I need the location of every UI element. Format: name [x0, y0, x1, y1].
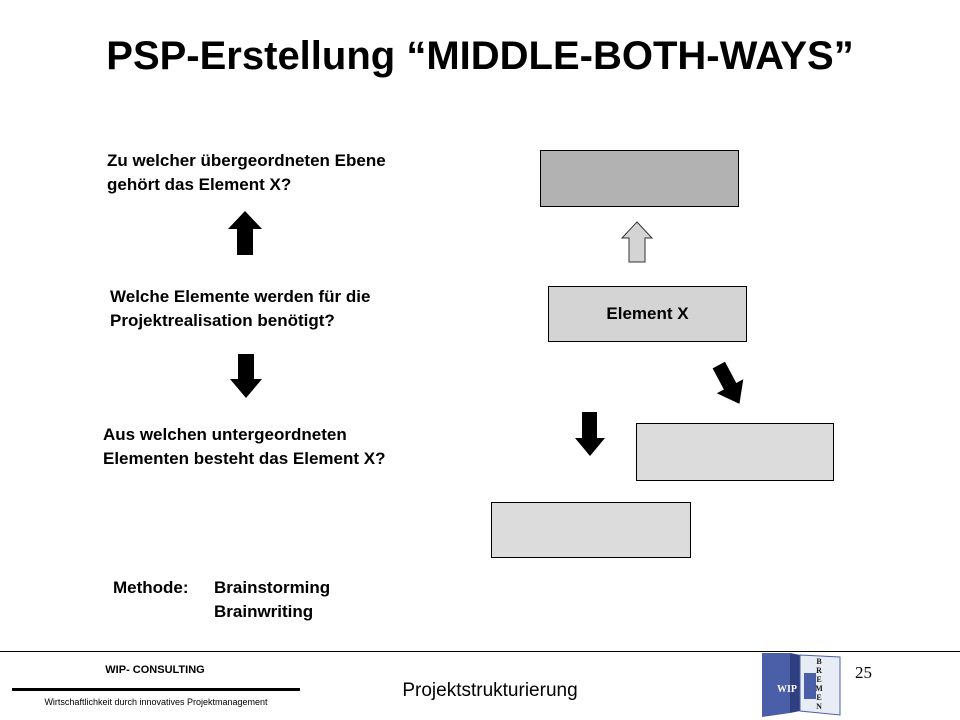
question-required-line1: Welche Elemente werden für die	[110, 287, 371, 306]
method-item-brainwriting: Brainwriting	[214, 602, 314, 621]
logo-bremen-text: BREMEN	[815, 657, 823, 711]
footer-rule	[12, 688, 300, 691]
parent-element-box	[540, 150, 739, 207]
question-parent-line1: Zu welcher übergeordneten Ebene	[107, 151, 386, 170]
footer-topic: Projektstrukturierung	[402, 680, 578, 701]
element-x-box: Element X	[548, 286, 747, 342]
outline-arrow-up-icon	[620, 221, 654, 263]
method-item-brainstorming: Brainstorming	[214, 578, 331, 597]
question-sub-elements: Aus welchen untergeordneten Elementen be…	[103, 423, 385, 471]
question-sub-line2: Elementen besteht das Element X?	[103, 449, 386, 468]
arrow-up-icon	[228, 211, 262, 255]
page-number: 25	[855, 663, 872, 682]
arrow-down-icon	[575, 412, 605, 456]
question-required-line2: Projektrealisation benötigt?	[110, 311, 335, 330]
method-label: Methode:	[113, 578, 189, 597]
question-required-elements: Welche Elemente werden für die Projektre…	[110, 285, 370, 333]
question-sub-line1: Aus welchen untergeordneten	[103, 425, 347, 444]
sub-element-box-2	[491, 502, 691, 558]
diagonal-arrow-down-icon	[712, 361, 744, 404]
sub-element-box-1	[636, 423, 834, 481]
footer-tagline: Wirtschaftlichkeit durch innovatives Pro…	[44, 697, 268, 707]
arrow-down-icon	[230, 354, 262, 398]
question-parent-line2: gehört das Element X?	[107, 175, 292, 194]
footer-company: WIP- CONSULTING	[105, 664, 205, 676]
logo-wip-text: WIP	[777, 684, 797, 695]
question-parent-level: Zu welcher übergeordneten Ebene gehört d…	[107, 149, 386, 197]
wip-bremen-logo: WIP BREMEN	[760, 651, 842, 717]
footer-divider	[0, 651, 960, 652]
page-title: PSP-Erstellung “MIDDLE-BOTH-WAYS”	[106, 34, 854, 78]
element-x-label: Element X	[606, 304, 689, 323]
